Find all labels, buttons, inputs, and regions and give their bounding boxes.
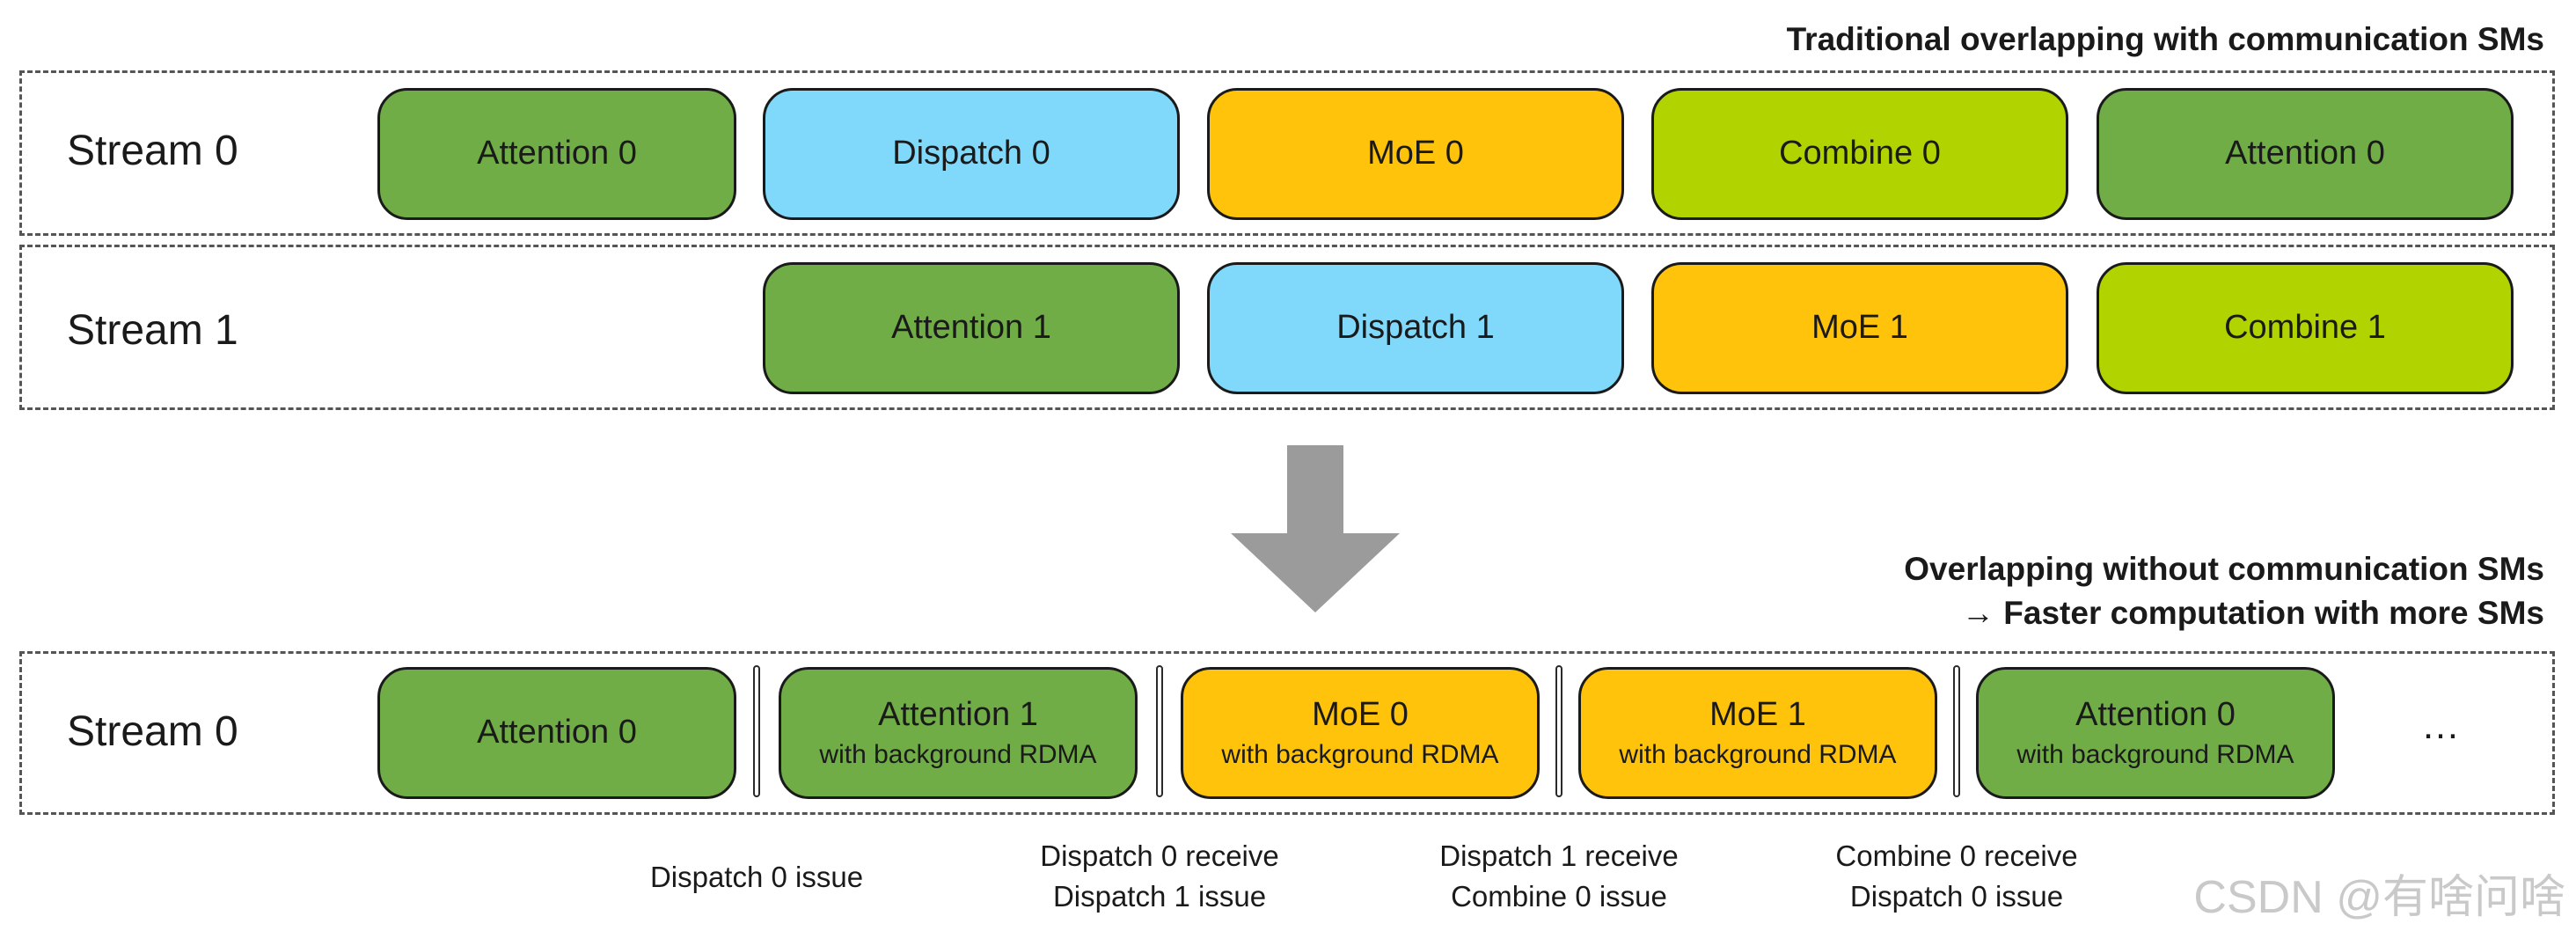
separator-bar: [753, 665, 760, 797]
down-arrow-icon: [1231, 445, 1400, 612]
top-lane-stream-0: [19, 70, 2555, 236]
block-sublabel: with background RDMA: [2016, 739, 2294, 769]
top-s1-block-attention-1: Attention 1: [763, 262, 1180, 394]
bottom-lane-stream-0: [19, 651, 2555, 815]
bottom-section-title: Overlapping without communication SMs → …: [1904, 547, 2544, 635]
top-s0-block-dispatch-0: Dispatch 0: [763, 88, 1180, 220]
block-label: MoE 1: [1811, 309, 1908, 347]
top-s0-block-attention-0: Attention 0: [377, 88, 736, 220]
bottom-title-line-1: Overlapping without communication SMs: [1904, 551, 2544, 587]
block-label: Attention 1: [891, 309, 1051, 347]
bottom-block-moe-0: MoE 0 with background RDMA: [1181, 667, 1540, 799]
top-s0-block-combine-0: Combine 0: [1651, 88, 2068, 220]
separator-bar: [1555, 665, 1562, 797]
top-s1-block-dispatch-1: Dispatch 1: [1207, 262, 1624, 394]
continuation-ellipsis: …: [2421, 704, 2462, 747]
block-label: Dispatch 0: [892, 135, 1050, 172]
bottom-block-attention-1: Attention 1 with background RDMA: [779, 667, 1138, 799]
top-section-title: Traditional overlapping with communicati…: [1786, 21, 2544, 57]
block-sublabel: with background RDMA: [1619, 739, 1897, 769]
block-label: Attention 0: [2075, 695, 2236, 733]
block-label: Attention 1: [878, 695, 1038, 733]
event-note-3: Dispatch 1 receive Combine 0 issue: [1439, 836, 1678, 917]
bottom-lane-stream-0-label: Stream 0: [67, 708, 238, 755]
top-lane-stream-0-label: Stream 0: [67, 128, 238, 174]
bottom-block-attention-0-rdma: Attention 0 with background RDMA: [1976, 667, 2335, 799]
bottom-block-moe-1: MoE 1 with background RDMA: [1578, 667, 1937, 799]
note-line: Dispatch 0 receive: [1040, 839, 1279, 872]
note-line: Dispatch 1 issue: [1052, 880, 1267, 913]
block-label: Attention 0: [477, 714, 637, 751]
block-label: Dispatch 1: [1336, 309, 1495, 347]
block-label: Combine 1: [2224, 309, 2386, 347]
top-s1-block-moe-1: MoE 1: [1651, 262, 2068, 394]
watermark-text: CSDN @有啥问啥: [2193, 872, 2565, 923]
block-label: MoE 1: [1709, 695, 1806, 733]
top-s1-block-combine-1: Combine 1: [2097, 262, 2514, 394]
top-lane-stream-1: [19, 245, 2555, 410]
block-label: Attention 0: [477, 135, 637, 172]
note-line: Dispatch 0 issue: [1849, 880, 2064, 913]
note-line: Combine 0 receive: [1835, 839, 2078, 872]
block-label: MoE 0: [1312, 695, 1409, 733]
top-s0-block-attention-0b: Attention 0: [2097, 88, 2514, 220]
note-line: Dispatch 1 receive: [1439, 839, 1679, 872]
block-label: Attention 0: [2225, 135, 2385, 172]
event-note-4: Combine 0 receive Dispatch 0 issue: [1835, 836, 2077, 917]
block-label: MoE 0: [1367, 135, 1464, 172]
event-note-2: Dispatch 0 receive Dispatch 1 issue: [1040, 836, 1278, 917]
separator-bar: [1156, 665, 1163, 797]
separator-bar: [1953, 665, 1960, 797]
event-note-1: Dispatch 0 issue: [650, 857, 863, 898]
bottom-block-attention-0: Attention 0: [377, 667, 736, 799]
bottom-title-line-2: → Faster computation with more SMs: [1962, 595, 2544, 631]
block-label: Combine 0: [1779, 135, 1941, 172]
note-line: Dispatch 0 issue: [649, 861, 864, 893]
block-sublabel: with background RDMA: [819, 739, 1097, 769]
note-line: Combine 0 issue: [1451, 880, 1667, 913]
top-lane-stream-1-label: Stream 1: [67, 307, 238, 354]
top-s0-block-moe-0: MoE 0: [1207, 88, 1624, 220]
block-sublabel: with background RDMA: [1221, 739, 1499, 769]
